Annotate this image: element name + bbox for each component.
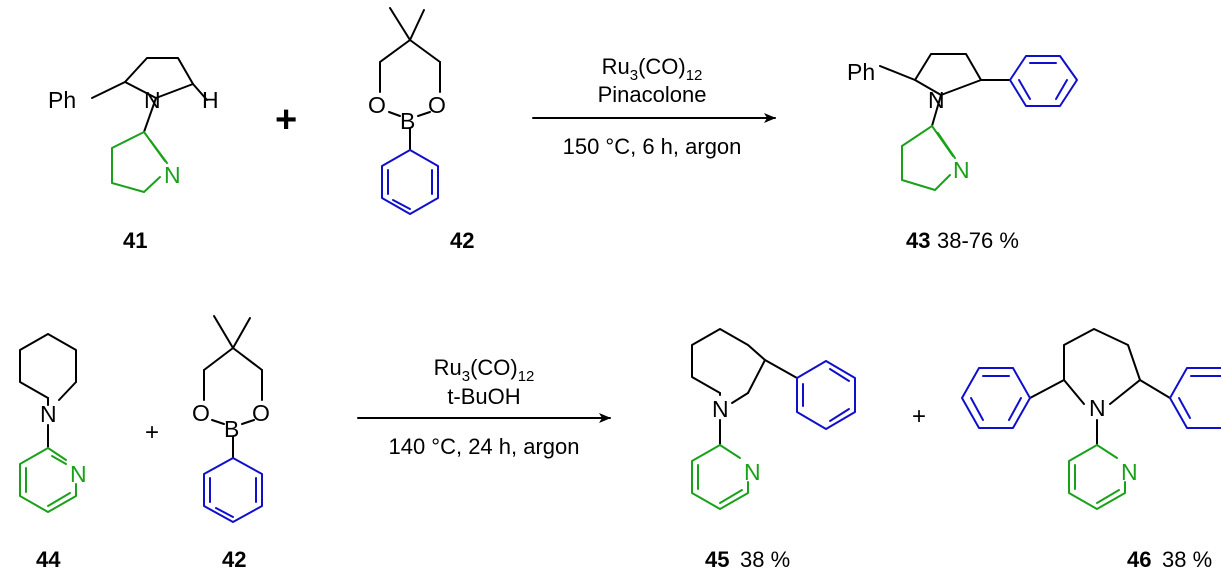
phenyl-label: Ph xyxy=(48,87,76,113)
catalyst-label: Ru3(CO)12 xyxy=(434,355,535,385)
nitrogen-label-green: N xyxy=(164,162,181,188)
nitrogen-label-green: N xyxy=(1121,459,1138,485)
compound-42-structure: O O B xyxy=(368,7,446,215)
compound-42-label: 42 xyxy=(450,228,474,253)
plus-sign-1: + xyxy=(275,99,297,141)
nitrogen-label: N xyxy=(712,396,729,422)
compound-46-yield: 38 % xyxy=(1162,547,1212,572)
nitrogen-label: N xyxy=(928,87,945,113)
plus-sign-3: + xyxy=(912,403,926,430)
compound-45-label: 45 xyxy=(705,547,729,572)
compound-43-label: 43 xyxy=(906,228,930,253)
compound-45-yield: 38 % xyxy=(740,547,790,572)
compound-41-structure: Ph N H N xyxy=(48,57,219,193)
oxygen-label: O xyxy=(428,92,446,118)
oxygen-label: O xyxy=(368,92,386,118)
nitrogen-label-green: N xyxy=(953,157,970,183)
nitrogen-label-green: N xyxy=(70,461,87,487)
compound-44-label: 44 xyxy=(36,547,61,572)
compound-42-label-repeat: 42 xyxy=(222,547,246,572)
conditions-label: 140 °C, 24 h, argon xyxy=(388,434,579,459)
compound-45-structure: N N xyxy=(691,328,856,510)
compound-44-structure: N N xyxy=(19,333,87,513)
plus-sign-2: + xyxy=(145,419,159,446)
phenyl-label: Ph xyxy=(847,59,875,85)
compound-46-structure: N N xyxy=(961,328,1221,510)
catalyst-label: Ru3(CO)12 xyxy=(602,54,703,84)
nitrogen-label: N xyxy=(40,401,57,427)
compound-41-label: 41 xyxy=(123,228,147,253)
boron-label: B xyxy=(400,108,415,134)
compound-42-structure-repeat: O O B xyxy=(192,315,270,523)
compound-43-yield: 38-76 % xyxy=(937,228,1019,253)
boron-label: B xyxy=(224,416,239,442)
hydrogen-label: H xyxy=(202,87,219,113)
compound-43-structure: Ph N N xyxy=(847,53,1078,191)
solvent-label: Pinacolone xyxy=(598,82,707,107)
oxygen-label: O xyxy=(252,400,270,426)
nitrogen-label: N xyxy=(1089,395,1106,421)
conditions-label: 150 °C, 6 h, argon xyxy=(563,134,742,159)
solvent-label: t-BuOH xyxy=(447,384,520,409)
nitrogen-label: N xyxy=(144,87,161,113)
compound-46-label: 46 xyxy=(1127,547,1151,572)
oxygen-label: O xyxy=(192,400,210,426)
nitrogen-label-green: N xyxy=(744,459,761,485)
